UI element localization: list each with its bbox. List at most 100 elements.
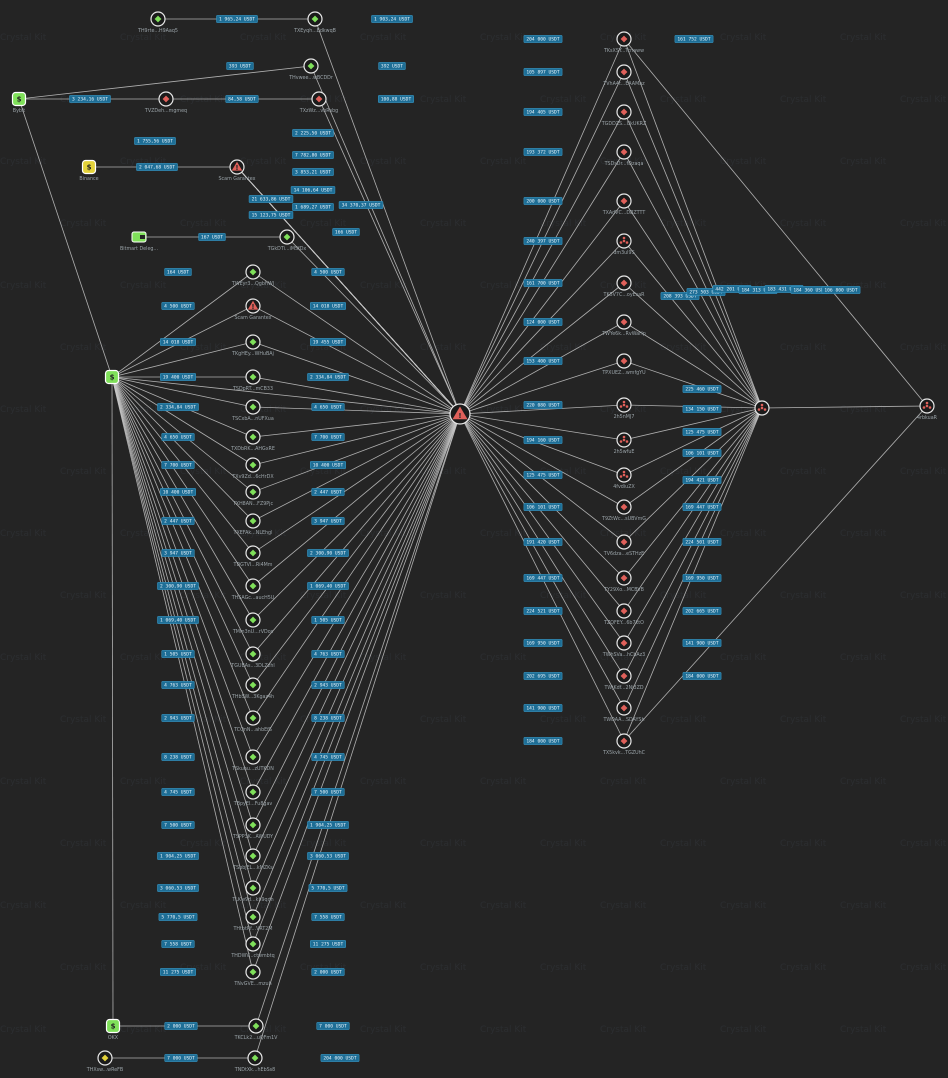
amount-text: 4 650 USDT bbox=[314, 405, 342, 411]
amount-label: 169 447 USDT bbox=[682, 503, 722, 511]
diamond-icon bbox=[249, 616, 257, 624]
graph-node-red-diamond[interactable]: T9ZtWc...sUBVmG bbox=[601, 499, 646, 522]
amount-label: 7 500 USDT bbox=[161, 821, 195, 829]
amount-label: 194 421 USDT bbox=[682, 476, 722, 484]
amount-text: 4 745 USDT bbox=[314, 755, 342, 761]
graph-node-yellow-diamond[interactable]: THXsw...wReFB bbox=[86, 1050, 123, 1073]
graph-node-green-diamond[interactable]: TSCxbA...nUFXua bbox=[231, 399, 274, 422]
graph-node-green-diamond[interactable]: TH9rte...H9Aaq5 bbox=[137, 11, 178, 34]
graph-node-red-cluster[interactable]: dm3ul9S bbox=[613, 233, 635, 256]
graph-node-red-diamond[interactable]: TY29Xo...MCBVB bbox=[603, 570, 644, 593]
cluster-icon bbox=[625, 241, 629, 244]
graph-node-green-dollar[interactable]: $OKX bbox=[105, 1018, 121, 1042]
watermark-text: Crystal Kit bbox=[0, 157, 47, 167]
node-caption: 2h5nMJ7 bbox=[614, 414, 635, 420]
flow-edge bbox=[111, 376, 461, 415]
graph-node-red-diamond[interactable]: TWjKdf...2Ni3ZD bbox=[603, 668, 644, 691]
amount-text: 1 505 USDT bbox=[164, 652, 192, 658]
diamond-icon bbox=[620, 148, 628, 156]
graph-node-green-diamond[interactable]: TXDbRK...AHGxRE bbox=[230, 429, 275, 452]
graph-node-green-diamond[interactable]: TSPP3K...AWUDY bbox=[232, 817, 273, 840]
graph-node-green-diamond[interactable]: TXEFAk...NLEhgl bbox=[233, 513, 273, 536]
flow-edge bbox=[252, 305, 461, 415]
graph-node-red-warning[interactable]: !Scam Garantex bbox=[218, 159, 256, 182]
graph-node-green-diamond[interactable]: TNDtXk...hEbSs8 bbox=[234, 1050, 275, 1073]
graph-node-red-diamond[interactable]: TVZDeh...mgmeq bbox=[144, 91, 187, 114]
graph-node-red-cluster[interactable]: 4rbkuaR bbox=[917, 398, 938, 421]
graph-node-green-diamond[interactable]: TKgHEy...WHuBAj bbox=[231, 334, 274, 357]
graph-node-green-diamond[interactable]: TDGTVI...Ri4Mm bbox=[233, 545, 273, 568]
graph-node-red-diamond[interactable]: TGDDZS...UkUKRZ bbox=[601, 104, 647, 127]
graph-node-green-diamond[interactable]: TGUBAs...3DLZzhl bbox=[230, 646, 275, 669]
amount-text: 2 300,90 USDT bbox=[310, 551, 346, 557]
graph-node-red-diamond[interactable]: TZQFEY...6b7ktO bbox=[603, 603, 644, 626]
graph-node-red-diamond[interactable]: TWDAA...SDAYSh bbox=[602, 700, 645, 723]
node-caption: TKsXSY...Tcnaww bbox=[603, 48, 644, 54]
graph-node-red-warning-hub[interactable]: ! bbox=[449, 403, 471, 425]
graph-node-red-diamond[interactable]: TPXUEZ...wmfgYU bbox=[601, 353, 646, 376]
graph-node-green-diamond[interactable]: TKCLk2...uQFm1V bbox=[234, 1018, 279, 1041]
graph-node-red-diamond[interactable]: TVhA4t...EAAMaz bbox=[602, 64, 645, 87]
flow-edge bbox=[623, 200, 763, 409]
watermark-text: Crystal Kit bbox=[420, 715, 467, 725]
amount-label: 1 965,24 USDT bbox=[216, 15, 258, 23]
graph-node-red-warning[interactable]: !Scam Garantex bbox=[234, 298, 272, 321]
graph-node-green-diamond[interactable]: TCQnN...ahbEfS bbox=[233, 710, 272, 733]
graph-node-green-dollar[interactable]: $Bybit bbox=[11, 91, 27, 115]
graph-node-red-diamond[interactable]: TXzWz...vbRsbg bbox=[299, 91, 338, 114]
graph-node-red-diamond[interactable]: TV6dza...eSTHzE bbox=[603, 534, 644, 557]
graph-node-green-dollar[interactable]: $ bbox=[104, 369, 120, 385]
graph-node-green-diamond[interactable]: THvwee...wBCDDr bbox=[288, 58, 333, 81]
amount-text: 194 421 USDT bbox=[685, 478, 718, 484]
graph-node-green-diamond[interactable]: TSDpRT...mCB33 bbox=[232, 369, 273, 392]
diamond-icon bbox=[249, 461, 257, 469]
graph-node-green-diamond[interactable]: TSbbjEL...kMZKs bbox=[232, 848, 273, 871]
graph-node-green-diamond[interactable]: THtbtRf...VRT2M bbox=[233, 909, 273, 932]
node-caption: OKX bbox=[108, 1035, 119, 1041]
watermark-text: Crystal Kit bbox=[780, 467, 827, 477]
amount-label: 169 447 USDT bbox=[523, 574, 563, 582]
graph-node-yellow-dollar[interactable]: $Binance bbox=[79, 159, 99, 183]
graph-node-green-diamond[interactable]: TSkuhu...zUTKDN bbox=[231, 749, 274, 772]
graph-node-green-diamond[interactable]: TLKw9d...kh9qdn bbox=[231, 880, 274, 903]
amount-label: 2 447 USDT bbox=[311, 488, 345, 496]
graph-node-red-diamond[interactable]: TKsXSY...Tcnaww bbox=[603, 31, 644, 54]
graph-node-red-cluster[interactable] bbox=[754, 400, 770, 416]
node-caption: TDGTVI...Ri4Mm bbox=[233, 562, 273, 568]
watermark-text: Crystal Kit bbox=[360, 653, 407, 663]
graph-node-red-diamond[interactable]: TK5V7C...oyEsaR bbox=[603, 275, 646, 298]
watermark-text: Crystal Kit bbox=[660, 219, 707, 229]
amount-label: 141 900 USDT bbox=[523, 704, 563, 712]
graph-node-red-diamond[interactable]: TWYe6k...RvWaHp bbox=[601, 314, 646, 337]
amount-text: 224 501 USDT bbox=[685, 540, 718, 546]
cluster-icon bbox=[625, 475, 629, 478]
graph-node-red-diamond[interactable]: TX5kvk...TGZUhC bbox=[602, 733, 646, 756]
graph-node-green-diamond[interactable]: TXEyqh...EdkwqB bbox=[293, 11, 336, 34]
watermark-text: Crystal Kit bbox=[360, 777, 407, 787]
graph-node-green-diamond[interactable]: THbSW...3Kgaz4h bbox=[231, 677, 274, 700]
flow-edge bbox=[252, 413, 461, 889]
graph-node-red-diamond[interactable]: TWhSVa...hCbAz3 bbox=[602, 635, 645, 658]
graph-node-green-diamond[interactable]: THSAGc...aucH5U bbox=[231, 578, 275, 601]
graph-node-red-cluster[interactable]: 4fvdiuZX bbox=[613, 467, 635, 490]
graph-node-red-diamond[interactable]: TXAdVC...DBZTTT bbox=[602, 193, 646, 216]
graph-node-green-diamond[interactable]: TBpyEl...Fu8gav bbox=[233, 784, 273, 807]
amount-label: 3 060,53 USDT bbox=[307, 852, 349, 860]
graph-node-green-diamond[interactable]: TNvGVE...mzuh bbox=[233, 964, 272, 987]
graph-node-red-diamond[interactable]: TSDsDr...fDzaqa bbox=[604, 144, 644, 167]
graph-node-green-diamond[interactable]: TXv9Zd...6cHrDX bbox=[231, 457, 274, 480]
graph-node-green-diamond[interactable]: TXH8AN...FZ9Pjc bbox=[232, 484, 274, 507]
amount-text: 125 475 USDT bbox=[685, 430, 718, 436]
amount-label: 4 500 USDT bbox=[161, 302, 195, 310]
graph-node-red-cluster[interactable]: 2h5wfuE bbox=[614, 432, 635, 455]
graph-node-green-wallet[interactable]: Bitmart Deleg... bbox=[120, 231, 158, 252]
diamond-icon bbox=[249, 913, 257, 921]
graph-node-green-diamond[interactable]: TMm3nU...rVDos bbox=[232, 612, 274, 635]
graph-node-red-cluster[interactable]: 2h5nMJ7 bbox=[614, 397, 635, 420]
graph-node-green-diamond[interactable]: TGkDTi...iMSfDx bbox=[267, 229, 307, 252]
graph-node-green-diamond[interactable]: TWEyr3...QgbhWJ bbox=[231, 264, 274, 287]
graph-node-green-diamond[interactable]: THDWV...ctwmbtq bbox=[230, 936, 275, 959]
